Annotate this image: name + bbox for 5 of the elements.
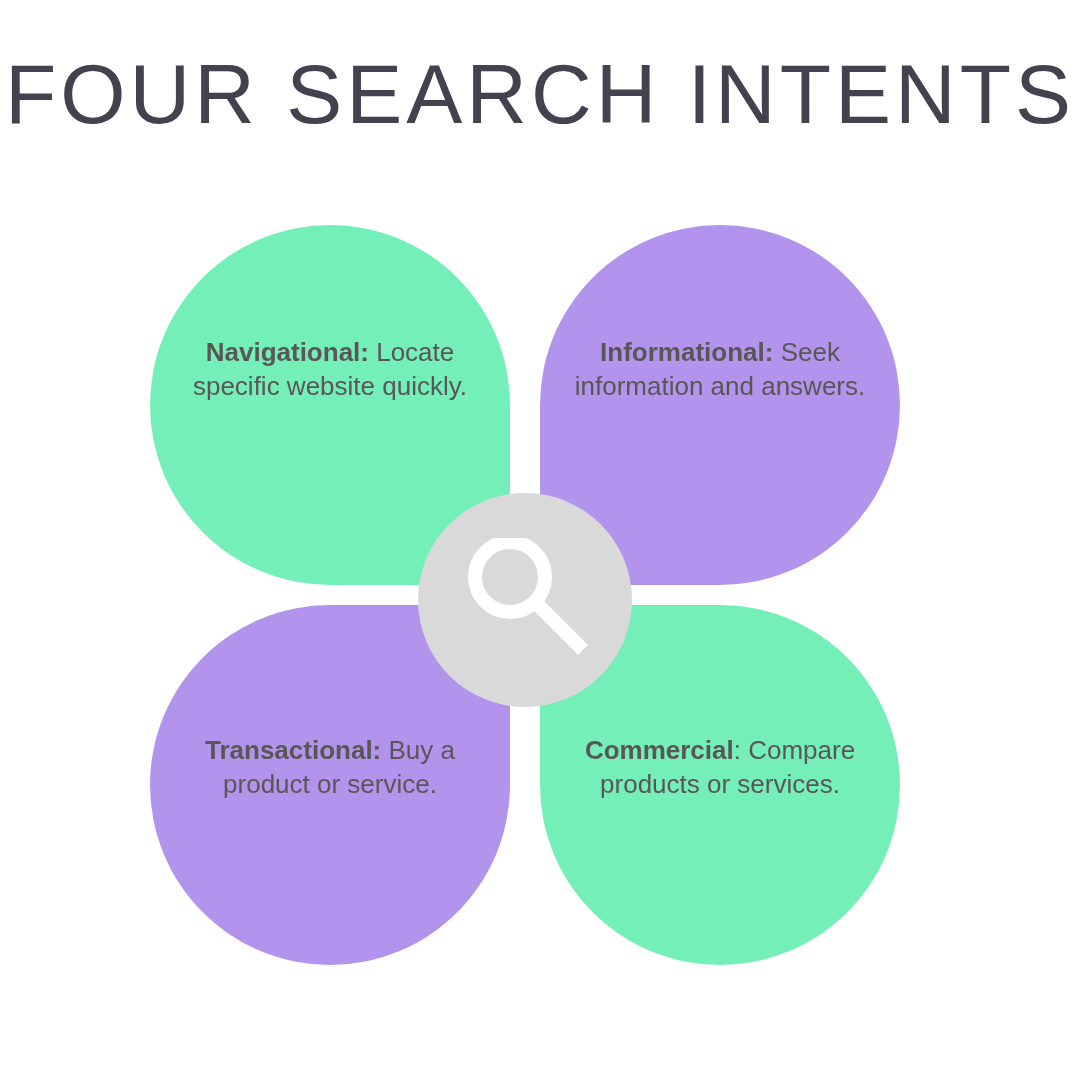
intent-description: Informational: Seek information and answers. — [573, 336, 867, 403]
intent-description: Commercial: Compare products or services. — [583, 734, 857, 801]
intent-description: Navigational: Locate specific website quickly. — [191, 336, 469, 403]
title: FOUR SEARCH INTENTS — [3, 52, 1077, 136]
intent-description: Transactional: Buy a product or service. — [204, 734, 456, 801]
